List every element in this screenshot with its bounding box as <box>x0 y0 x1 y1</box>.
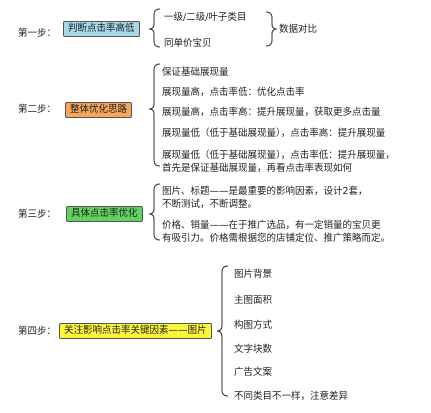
step2-item-6: 首先是保证基础展现量，再看点击率表现如何 <box>162 163 353 174</box>
step4-item-4: 文字块数 <box>234 344 273 355</box>
step3-title-node[interactable]: 具体点击率优化 <box>66 206 143 222</box>
step1-label: 第一步： <box>18 28 57 39</box>
step3-item-2a: 价格、销量——在于推广选品，有一定销量的宝贝更 <box>162 220 381 231</box>
step4-item-6: 不同类目不一样，注意差异 <box>234 391 349 402</box>
step2-title-node[interactable]: 整体优化思路 <box>65 102 133 118</box>
step3-item-1b: 不断测试，不断调整。 <box>162 199 258 210</box>
step1-item-2: 同单价宝贝 <box>164 38 212 49</box>
step2-item-4: 展现量低（低于基础展现量），点击率高：提升展现量 <box>162 128 386 139</box>
step1-title-node[interactable]: 判断点击率高低 <box>63 21 140 37</box>
step4-item-5: 广告文案 <box>234 367 273 378</box>
step4-label: 第四步： <box>18 326 57 337</box>
step3-label: 第三步： <box>18 209 57 220</box>
step3-item-2b: 有吸引力。价格需根据您的店铺定位、推广策略而定。 <box>162 233 391 244</box>
step4-title-node[interactable]: 关注影响点击率关键因素——图片 <box>59 323 212 339</box>
step1-summary: 数据对比 <box>279 24 318 35</box>
step2-item-5: 展现量低（低于基础展现量），点击率低：提升展现量， <box>162 150 395 161</box>
step1-item-1: 一级/二级/叶子类目 <box>164 12 247 23</box>
step3-item-1a: 图片、标题——是最重要的影响因素，设计2套， <box>162 186 368 197</box>
step4-item-3: 构图方式 <box>234 320 273 331</box>
step4-item-1: 图片背景 <box>234 269 273 280</box>
step2-item-1: 保证基础展现量 <box>162 67 229 78</box>
step4-item-2: 主图面积 <box>234 295 273 306</box>
step2-item-2: 展现量高，点击率低：优化点击率 <box>162 87 305 98</box>
step2-label: 第二步： <box>18 104 57 115</box>
step2-item-3: 展现量高，点击率高：提升展现量，获取更多点击量 <box>162 107 381 118</box>
